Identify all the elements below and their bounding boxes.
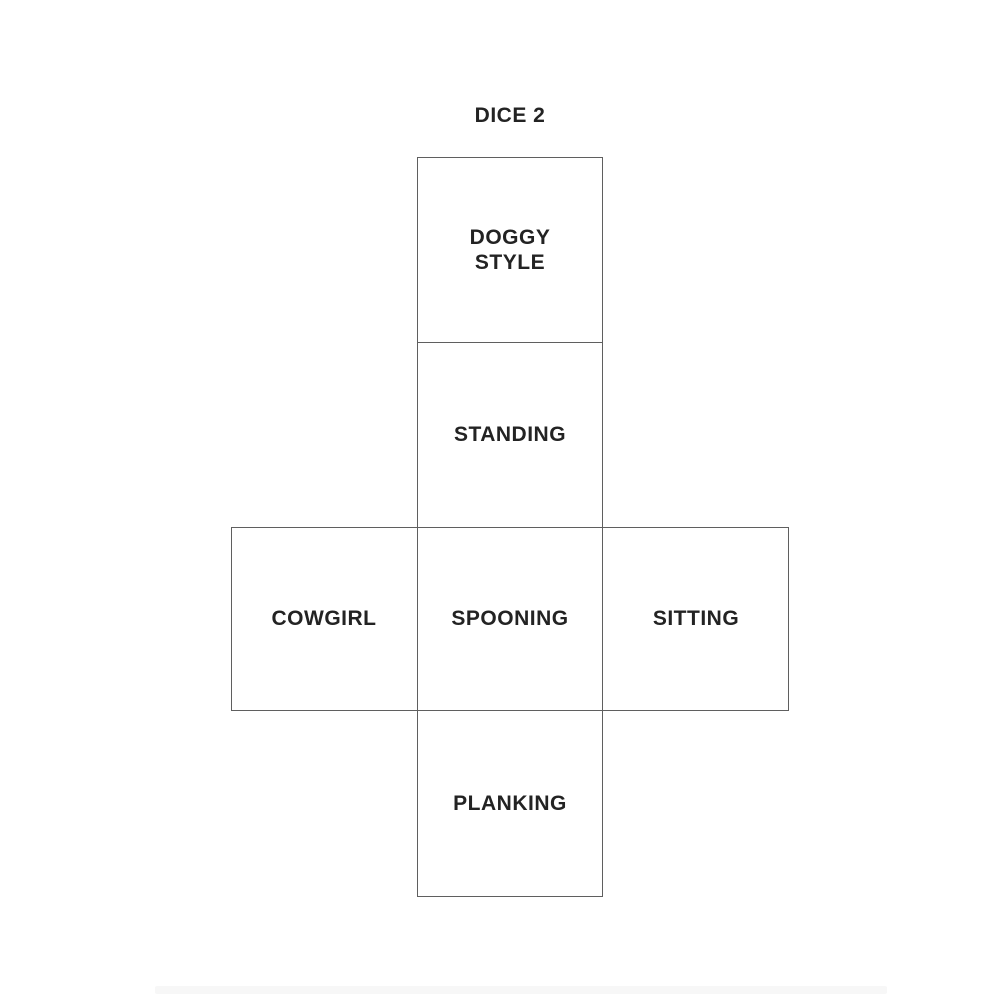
dice-face-label: STANDING bbox=[453, 423, 567, 447]
footer-strip bbox=[155, 986, 887, 994]
dice-face-label: COWGIRL bbox=[271, 607, 377, 631]
dice-face-cowgirl: COWGIRL bbox=[231, 527, 417, 711]
dice-face-doggy-style: DOGGY STYLE bbox=[417, 157, 603, 343]
page-title: DICE 2 bbox=[474, 104, 546, 127]
dice-face-planking: PLANKING bbox=[417, 711, 603, 897]
dice-net-horizontal-strip bbox=[231, 527, 789, 711]
dice-face-label: SPOONING bbox=[451, 607, 569, 631]
dice-face-standing: STANDING bbox=[417, 343, 603, 527]
dice-face-spooning: SPOONING bbox=[417, 527, 603, 711]
dice-face-label: DOGGY STYLE bbox=[469, 225, 551, 274]
dice-face-label: PLANKING bbox=[453, 792, 567, 816]
dice-net-face-divider bbox=[417, 342, 603, 343]
dice-face-label: SITTING bbox=[652, 607, 740, 631]
dice-face-sitting: SITTING bbox=[603, 527, 789, 711]
